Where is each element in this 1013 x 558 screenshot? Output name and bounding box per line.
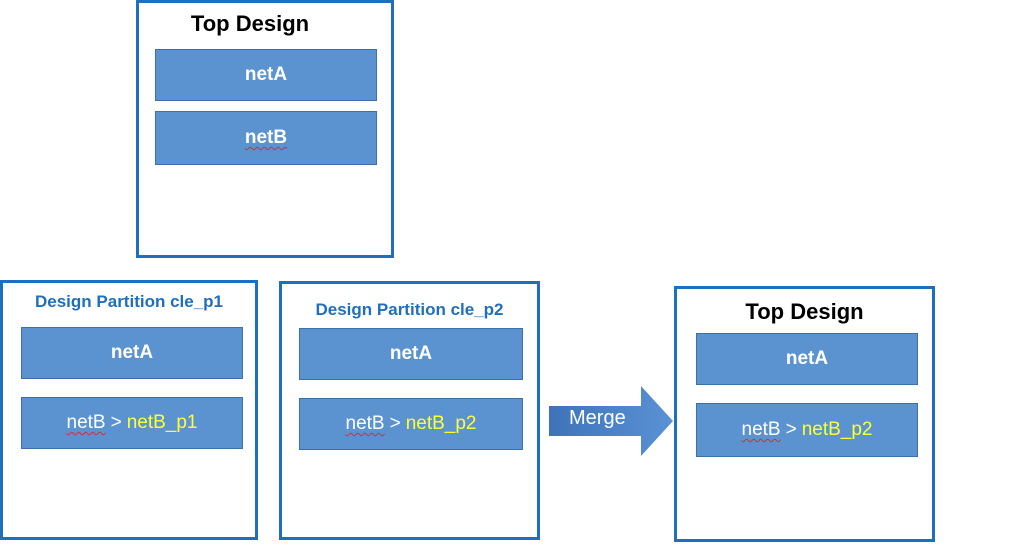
partition-2-net-b-renamed: netB_p2 bbox=[405, 413, 477, 434]
merged-net-b-renamed: netB_p2 bbox=[801, 419, 873, 440]
top-design-title: Top Design bbox=[190, 11, 310, 36]
merged-net-a-box: netA bbox=[696, 333, 918, 385]
top-net-b-box: netB bbox=[155, 111, 377, 165]
partition-1-net-b-original: netB bbox=[66, 412, 106, 433]
merge-label: Merge bbox=[569, 407, 626, 429]
merged-net-b-box: netB > netB_p2 bbox=[696, 403, 918, 457]
partition-2-net-b-box: netB > netB_p2 bbox=[299, 398, 523, 450]
partition-1-net-b-box: netB > netB_p1 bbox=[21, 397, 243, 449]
merged-design-title: Top Design bbox=[745, 299, 864, 324]
top-net-a-box: netA bbox=[155, 49, 377, 101]
partition-2-panel: Design Partition cle_p2 netA netB > netB… bbox=[279, 281, 540, 540]
partition-2-net-a-box: netA bbox=[299, 328, 523, 380]
partition-2-net-a-label: netA bbox=[389, 343, 433, 364]
partition-1-title: Design Partition cle_p1 bbox=[35, 292, 223, 311]
merged-separator: > bbox=[785, 419, 797, 440]
partition-1-net-a-label: netA bbox=[110, 342, 154, 363]
merged-net-b-original: netB bbox=[741, 419, 781, 440]
partition-2-separator: > bbox=[389, 413, 401, 434]
partition-1-net-b-renamed: netB_p1 bbox=[126, 412, 198, 433]
top-design-panel: Top Design netA netB bbox=[136, 0, 394, 258]
merged-design-panel: Top Design netA netB > netB_p2 bbox=[674, 286, 935, 542]
partition-2-net-b-original: netB bbox=[345, 413, 385, 434]
partition-1-panel: Design Partition cle_p1 netA netB > netB… bbox=[0, 280, 258, 540]
partition-1-separator: > bbox=[110, 412, 122, 433]
top-net-a-label: netA bbox=[244, 64, 288, 85]
partition-1-net-a-box: netA bbox=[21, 327, 243, 379]
top-net-b-label: netB bbox=[244, 127, 288, 148]
right-arrow-icon bbox=[549, 386, 673, 456]
partition-2-title: Design Partition cle_p2 bbox=[315, 300, 504, 319]
merged-net-a-label: netA bbox=[785, 348, 829, 369]
